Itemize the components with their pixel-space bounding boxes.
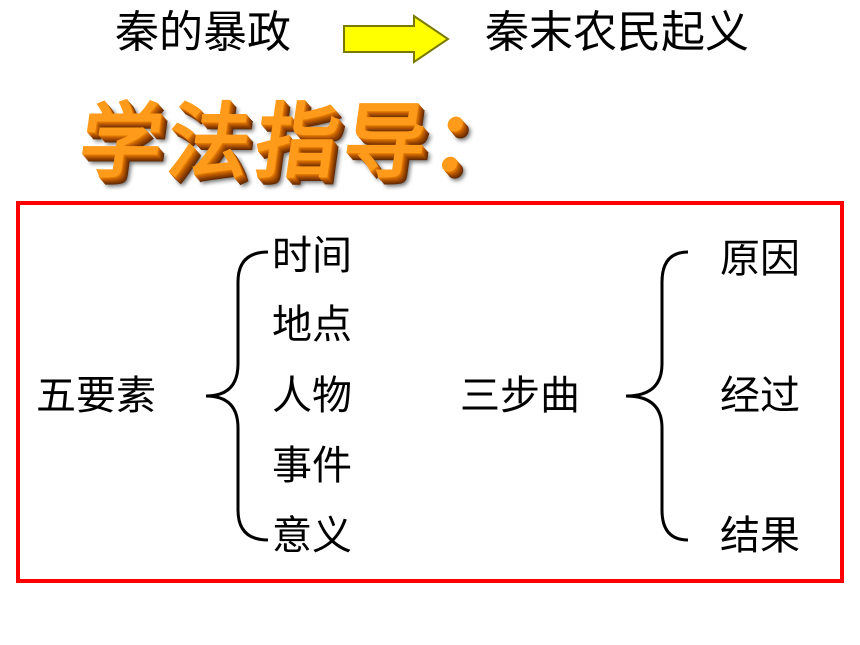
right-arrow-icon xyxy=(343,14,450,64)
element-item-place: 地点 xyxy=(272,302,352,348)
title-qin-tyranny: 秦的暴政 xyxy=(115,7,291,58)
element-item-significance: 意义 xyxy=(272,513,352,559)
element-item-people: 人物 xyxy=(272,373,352,419)
step-item-cause: 原因 xyxy=(720,236,800,282)
study-guide-banner: 学法指导： xyxy=(73,95,527,190)
five-elements-label: 五要素 xyxy=(36,373,156,419)
element-item-event: 事件 xyxy=(272,443,352,489)
right-brace-icon xyxy=(625,250,689,542)
three-steps-label: 三步曲 xyxy=(460,373,580,419)
element-item-time: 时间 xyxy=(272,233,352,279)
step-item-process: 经过 xyxy=(720,373,800,419)
guide-frame xyxy=(16,201,844,583)
left-brace-icon xyxy=(205,250,269,542)
step-item-result: 结果 xyxy=(720,513,800,559)
title-peasant-uprising: 秦末农民起义 xyxy=(485,7,749,58)
